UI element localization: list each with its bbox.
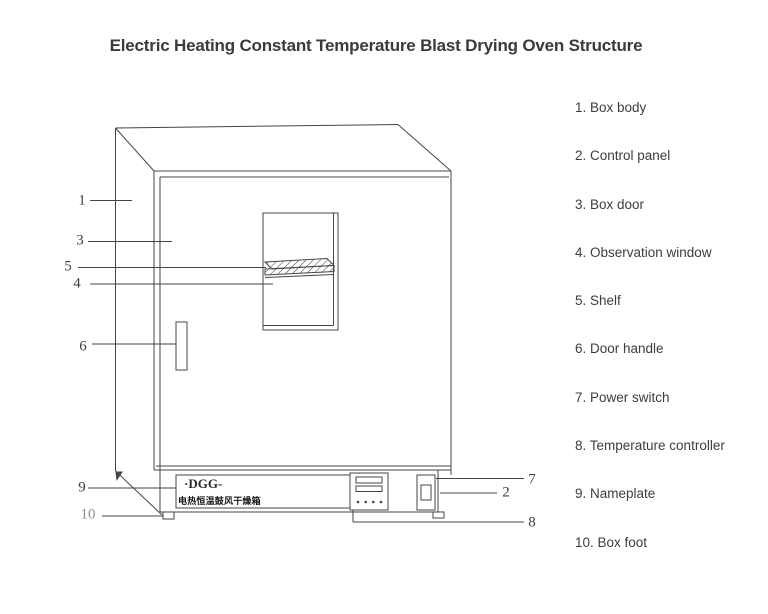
page-title: Electric Heating Constant Temperature Bl… — [109, 36, 643, 55]
legend-item-observation-window: 4. Observation window — [575, 244, 712, 260]
callout-9: 9 — [78, 479, 86, 496]
callout-3: 3 — [76, 232, 84, 249]
legend-item-box-body: 1. Box body — [575, 100, 647, 115]
legend-item-temperature-controller: 8. Temperature controller — [575, 438, 725, 454]
legend-item-box-door: 3. Box door — [575, 196, 645, 212]
legend-item-control-panel: 2. Control panel — [575, 148, 671, 164]
callout-4: 4 — [73, 275, 81, 292]
leader-lines — [78, 200, 524, 523]
box-body-outline — [115, 124, 452, 516]
parts-legend: 1. Box body 2. Control panel 3. Box door… — [575, 101, 725, 584]
nameplate-model-text: ·DGG- — [184, 476, 223, 491]
corner-mark — [115, 471, 123, 481]
callout-8: 8 — [528, 514, 536, 531]
legend-item-shelf: 5. Shelf — [575, 293, 621, 309]
door-handle — [175, 321, 188, 371]
temperature-controller — [349, 472, 389, 511]
legend-item-door-handle: 6. Door handle — [575, 341, 664, 357]
callout-10: 10 — [80, 506, 96, 523]
callout-1: 1 — [78, 192, 86, 209]
legend-item-box-foot: 10. Box foot — [575, 534, 648, 550]
box-foot-left — [162, 511, 175, 520]
callout-7: 7 — [528, 471, 536, 488]
shelf — [263, 257, 336, 278]
nameplate-chinese-text: 电热恒温鼓风干燥箱 — [178, 496, 261, 506]
box-foot-right — [432, 511, 445, 519]
power-switch — [416, 474, 436, 511]
callout-6: 6 — [79, 338, 87, 355]
legend-item-power-switch: 7. Power switch — [575, 389, 670, 405]
box-door — [153, 170, 452, 475]
legend-item-nameplate: 9. Nameplate — [575, 486, 656, 502]
callout-5: 5 — [64, 258, 72, 275]
callout-2: 2 — [502, 484, 510, 501]
